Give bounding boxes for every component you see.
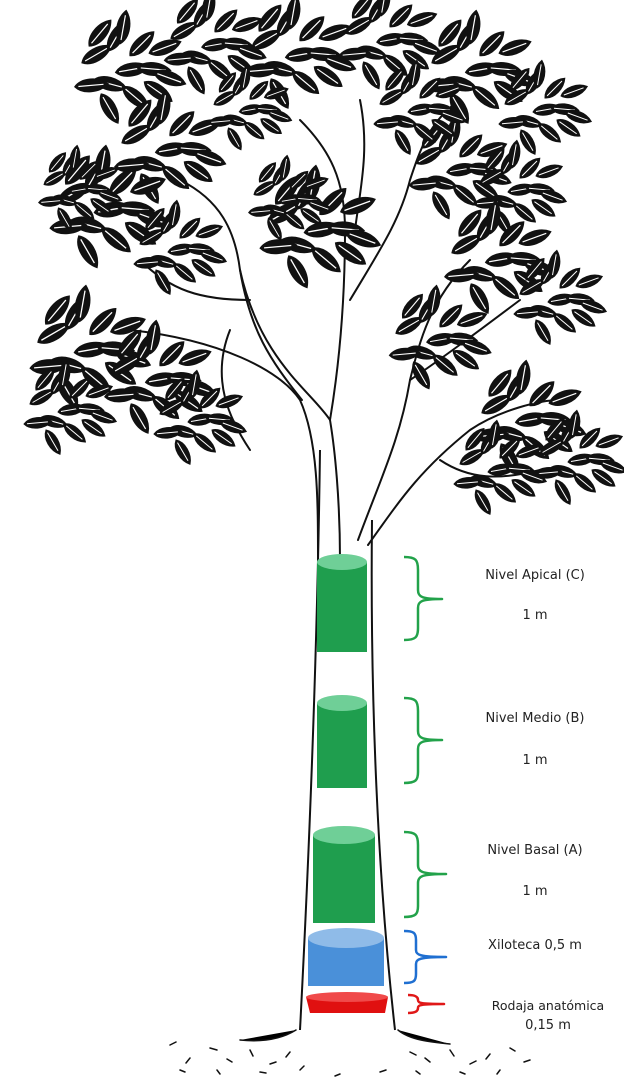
section-basal [313, 826, 375, 923]
bracket-medio [404, 698, 442, 783]
section-apical [317, 554, 367, 652]
tree-foliage [24, 0, 624, 517]
bracket-basal [404, 832, 446, 917]
label-rodaja-name: Rodaja anatómica [472, 998, 624, 1013]
label-apical-name: Nivel Apical (C) [470, 568, 600, 583]
bracket-xiloteca [404, 931, 446, 983]
section-medio [317, 695, 367, 788]
section-xiloteca [308, 928, 384, 986]
label-medio-name: Nivel Medio (B) [470, 711, 600, 726]
label-apical-length: 1 m [470, 608, 600, 623]
bracket-apical [404, 557, 442, 640]
bracket-rodaja [408, 995, 444, 1013]
section-rodaja [306, 992, 388, 1013]
label-rodaja-length: 0,15 m [472, 1018, 624, 1033]
label-xiloteca: Xiloteca 0,5 m [470, 938, 600, 953]
label-medio-length: 1 m [470, 753, 600, 768]
ground [170, 1030, 530, 1076]
label-basal-name: Nivel Basal (A) [470, 843, 600, 858]
label-basal-length: 1 m [470, 884, 600, 899]
